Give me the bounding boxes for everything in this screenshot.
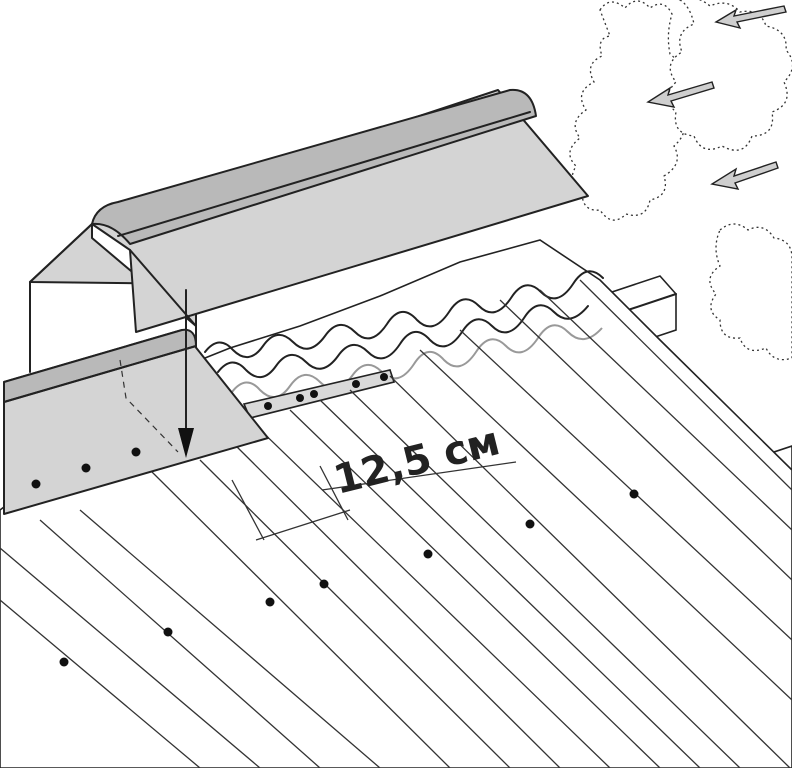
- ridge-fastener: [31, 479, 41, 489]
- sealing-fastener: [310, 390, 318, 398]
- ridge-cap-lower: [3, 328, 269, 515]
- sheet-fastener: [629, 489, 639, 499]
- sealing-fastener: [296, 394, 304, 402]
- wind-cloud-group: [569, 0, 792, 361]
- sheet-fastener: [423, 549, 433, 559]
- wind-arrow-2: [646, 81, 715, 108]
- ridge-cap-upper: [29, 88, 589, 373]
- sheet-wave-edge: [204, 270, 604, 398]
- sealing-fastener: [380, 373, 388, 381]
- sealing-fastener: [352, 380, 360, 388]
- wind-arrow-3: [710, 161, 779, 190]
- sheet-fastener: [59, 657, 69, 667]
- sheet-fastener: [163, 627, 173, 637]
- sheet-fastener: [319, 579, 329, 589]
- sheet-fastener: [265, 597, 275, 607]
- sheet-fastener: [525, 519, 535, 529]
- corrugation-lines: [0, 279, 792, 768]
- sealing-fastener: [264, 402, 272, 410]
- dimension-lines: [231, 461, 517, 541]
- placement-arrow: [178, 289, 194, 458]
- wind-arrow-1: [714, 5, 787, 30]
- sheet-fasteners: [59, 489, 639, 667]
- ridge-fastener: [81, 463, 91, 473]
- ridge-fastener: [131, 447, 141, 457]
